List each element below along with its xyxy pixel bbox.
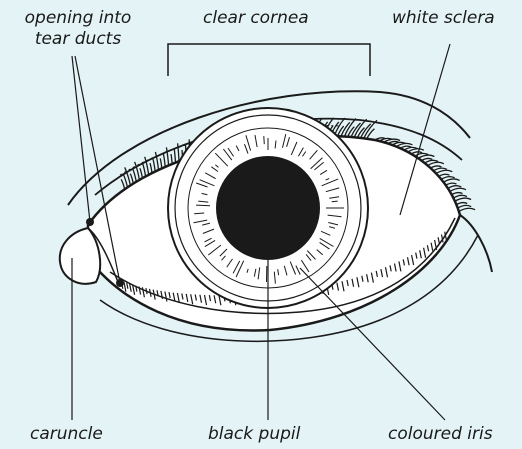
label-iris: coloured iris bbox=[388, 424, 493, 445]
outer-corner bbox=[460, 215, 492, 272]
eyelash bbox=[446, 183, 457, 185]
label-tear-ducts-line1: opening into bbox=[3, 8, 153, 29]
eyelash bbox=[428, 162, 444, 165]
eyelash bbox=[140, 168, 143, 178]
label-cornea: clear cornea bbox=[203, 8, 309, 29]
eyelash bbox=[436, 170, 452, 173]
eyelash bbox=[153, 158, 156, 172]
iris-fiber bbox=[264, 136, 265, 144]
eyelash bbox=[150, 163, 152, 173]
label-tear-ducts: opening into tear ducts bbox=[3, 8, 153, 50]
eyelash bbox=[455, 198, 471, 201]
eyelash bbox=[444, 179, 460, 182]
label-tear-ducts-line2: tear ducts bbox=[3, 29, 153, 50]
eyelash bbox=[142, 163, 145, 177]
eyelash bbox=[418, 155, 434, 158]
label-pupil: black pupil bbox=[208, 424, 300, 445]
eyelash bbox=[130, 174, 133, 184]
label-sclera: white sclera bbox=[392, 8, 495, 29]
pupil bbox=[216, 156, 320, 260]
eyelash bbox=[171, 154, 172, 164]
cornea-bracket bbox=[168, 44, 370, 76]
label-caruncle: caruncle bbox=[30, 424, 103, 445]
eyelash bbox=[121, 179, 125, 189]
eyelash bbox=[174, 149, 175, 163]
eyelash bbox=[160, 158, 162, 168]
eyelash bbox=[163, 153, 165, 167]
eyelash bbox=[456, 203, 467, 205]
iris-fiber bbox=[196, 205, 210, 206]
eyelash bbox=[452, 193, 463, 195]
eyelash bbox=[459, 208, 475, 211]
eyelash bbox=[450, 188, 466, 191]
iris-fiber bbox=[332, 201, 338, 202]
